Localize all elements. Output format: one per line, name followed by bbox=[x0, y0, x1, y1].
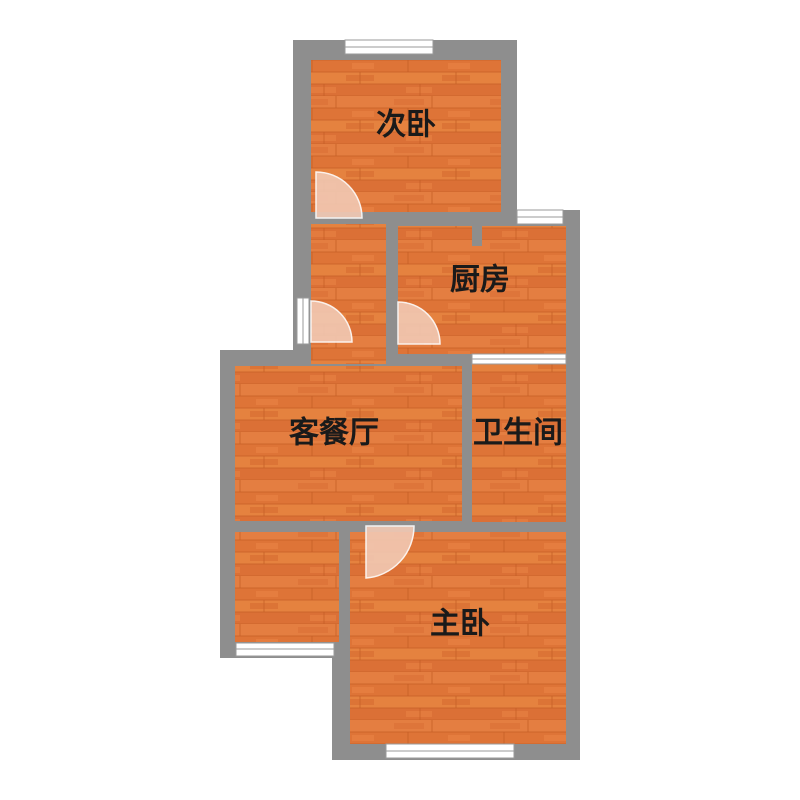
floor-living-lower bbox=[235, 532, 339, 642]
floor-bathroom bbox=[472, 364, 566, 522]
door-hallway bbox=[310, 300, 353, 343]
window-secondary-bedroom bbox=[344, 39, 434, 55]
label-secondary-bedroom: 次卧 bbox=[376, 108, 436, 143]
window-living bbox=[235, 642, 335, 657]
window-bathroom bbox=[471, 353, 567, 365]
window-kitchen bbox=[516, 209, 564, 225]
door-secondary-bedroom bbox=[315, 171, 363, 219]
label-master-bedroom: 主卧 bbox=[430, 607, 490, 642]
window-master-bedroom bbox=[385, 743, 515, 759]
label-living-dining: 客餐厅 bbox=[289, 416, 379, 451]
label-kitchen: 厨房 bbox=[450, 263, 510, 298]
kitchen-wall-stub bbox=[472, 226, 482, 246]
window-hallway bbox=[296, 297, 310, 345]
living-wall-stub bbox=[235, 521, 255, 532]
door-master-bedroom bbox=[365, 525, 415, 579]
floor-living-dining bbox=[235, 366, 462, 521]
floor-hallway bbox=[311, 224, 386, 364]
door-kitchen bbox=[397, 301, 441, 345]
label-bathroom: 卫生间 bbox=[473, 416, 563, 451]
